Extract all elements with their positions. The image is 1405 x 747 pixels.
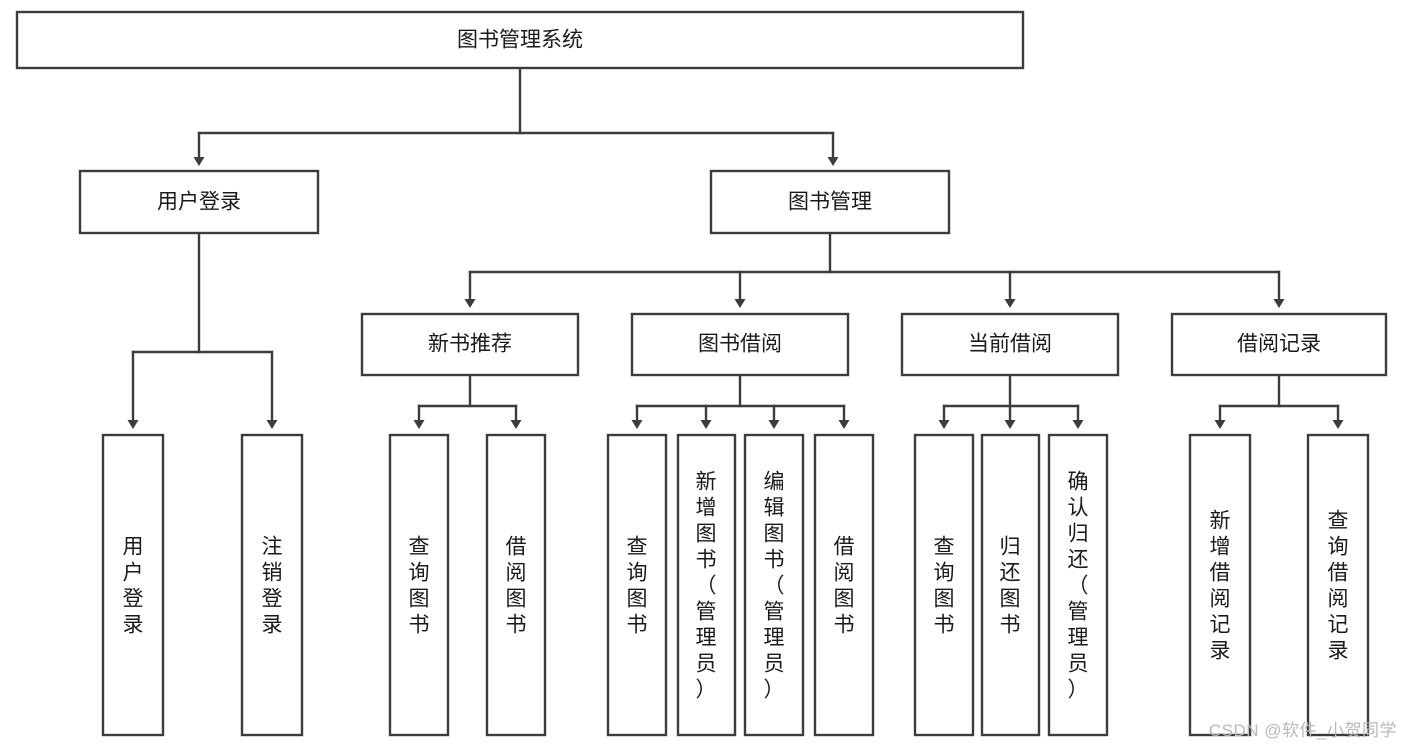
node-leaf-query-book-2-label: 查询图书 (627, 535, 648, 636)
node-user-login-box (78, 169, 320, 235)
node-book-borrow-box (630, 312, 850, 377)
connector-userlogin-to-leaves (127, 231, 278, 429)
node-borrow-record-label: 借阅记录 (1237, 333, 1321, 356)
node-leaf-borrow-book-2-box (813, 433, 875, 737)
node-leaf-logout[interactable]: 注销登录 (240, 433, 304, 737)
node-leaf-borrow-book-1-box (485, 433, 547, 737)
node-root-label: 图书管理系统 (457, 29, 583, 52)
node-leaf-edit-book-box (743, 433, 805, 737)
connector-bookborrow-to-leaves (631, 373, 850, 429)
node-leaf-confirm-return-box (1047, 433, 1109, 737)
node-leaf-add-record[interactable]: 新增借阅记录 (1188, 433, 1252, 737)
node-current-borrow-label: 当前借阅 (968, 333, 1052, 356)
node-book-manage-box (709, 169, 951, 235)
node-leaf-borrow-book-2[interactable]: 借阅图书 (813, 433, 875, 737)
node-current-borrow-box (900, 312, 1120, 377)
node-book-borrow[interactable]: 图书借阅 (630, 312, 850, 377)
node-borrow-record-box (1170, 312, 1388, 377)
node-leaf-edit-book-label: 编辑图书（管理员） (764, 470, 785, 701)
node-leaf-query-record-box (1306, 433, 1370, 737)
node-leaf-query-record[interactable]: 查询借阅记录 (1306, 433, 1370, 737)
node-leaf-borrow-book-1-label: 借阅图书 (506, 535, 527, 636)
node-user-login-label: 用户登录 (157, 191, 241, 214)
node-leaf-query-book-1-box (388, 433, 450, 737)
node-leaf-query-book-1-label: 查询图书 (409, 535, 430, 636)
node-leaf-user-login[interactable]: 用户登录 (101, 433, 165, 737)
node-root-box (15, 10, 1025, 70)
node-leaf-borrow-book-1[interactable]: 借阅图书 (485, 433, 547, 737)
node-leaf-add-book[interactable]: 新增图书（管理员） (676, 433, 737, 737)
node-leaf-return-book-box (980, 433, 1041, 737)
node-leaf-logout-box (240, 433, 304, 737)
node-leaf-query-book-2[interactable]: 查询图书 (606, 433, 668, 737)
node-new-book-rec-label: 新书推荐 (428, 333, 512, 356)
node-leaf-add-record-label: 新增借阅记录 (1210, 509, 1231, 662)
node-leaf-add-record-box (1188, 433, 1252, 737)
node-current-borrow[interactable]: 当前借阅 (900, 312, 1120, 377)
node-leaf-add-book-box (676, 433, 737, 737)
node-leaf-query-book-3-box (913, 433, 975, 737)
node-borrow-record[interactable]: 借阅记录 (1170, 312, 1388, 377)
node-leaf-query-book-3-label: 查询图书 (934, 535, 955, 636)
node-book-manage-label: 图书管理 (788, 191, 872, 214)
node-leaf-add-book-label: 新增图书（管理员） (696, 470, 717, 701)
node-leaf-query-book-3[interactable]: 查询图书 (913, 433, 975, 737)
node-leaf-borrow-book-2-label: 借阅图书 (834, 535, 855, 636)
node-leaf-user-login-box (101, 433, 165, 737)
connector-bookmanage-to-level3 (464, 231, 1285, 308)
node-leaf-confirm-return-label: 确认归还（管理员） (1068, 470, 1089, 701)
node-leaf-query-book-2-box (606, 433, 668, 737)
node-leaf-query-record-label: 查询借阅记录 (1328, 509, 1349, 662)
node-leaf-confirm-return[interactable]: 确认归还（管理员） (1047, 433, 1109, 737)
connector-borrowrecord-to-leaves (1214, 373, 1344, 429)
node-user-login[interactable]: 用户登录 (78, 169, 320, 235)
node-leaf-return-book[interactable]: 归还图书 (980, 433, 1041, 737)
node-leaf-return-book-label: 归还图书 (1000, 535, 1021, 636)
node-root[interactable]: 图书管理系统 (15, 10, 1025, 70)
node-new-book-rec-box (360, 312, 580, 377)
node-leaf-logout-label: 注销登录 (262, 535, 283, 636)
node-book-borrow-label: 图书借阅 (698, 333, 782, 356)
node-new-book-rec[interactable]: 新书推荐 (360, 312, 580, 377)
node-leaf-query-book-1[interactable]: 查询图书 (388, 433, 450, 737)
node-leaf-user-login-label: 用户登录 (123, 535, 144, 636)
connector-newbook-to-leaves (413, 373, 522, 429)
node-book-manage[interactable]: 图书管理 (709, 169, 951, 235)
connector-currentborrow-to-leaves (938, 373, 1084, 429)
connector-root-to-level2 (193, 66, 839, 166)
node-leaf-edit-book[interactable]: 编辑图书（管理员） (743, 433, 805, 737)
